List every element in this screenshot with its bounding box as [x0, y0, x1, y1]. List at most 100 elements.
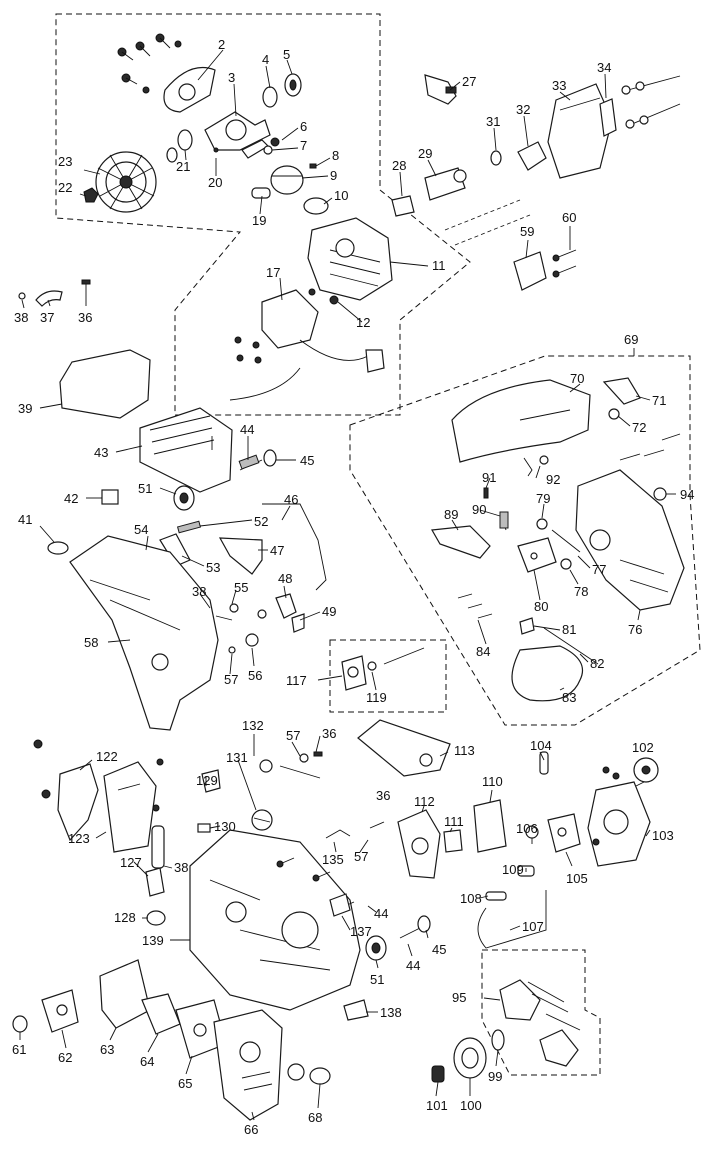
callout-20: 20: [208, 175, 222, 190]
callout-80: 80: [534, 599, 548, 614]
callout-132: 132: [242, 718, 264, 733]
callout-129: 129: [196, 773, 218, 788]
callout-60: 60: [562, 210, 576, 225]
callout-69: 69: [624, 332, 638, 347]
callout-137: 137: [350, 924, 372, 939]
callout-11: 11: [432, 258, 446, 273]
fuel-tube-37: [35, 290, 63, 307]
plate-80: [517, 537, 557, 573]
muffler-gasket: [599, 98, 617, 137]
callout-44-c: 44: [406, 958, 420, 973]
intake-manifold: [424, 167, 467, 201]
callout-105: 105: [566, 871, 588, 886]
callout-7: 7: [300, 138, 307, 153]
ring-near-66: [287, 1063, 305, 1081]
clutch-shoes-95: [499, 979, 581, 1067]
callout-55: 55: [234, 580, 248, 595]
pin-91: [483, 487, 489, 499]
callout-58: 58: [84, 635, 98, 650]
callout-49: 49: [322, 604, 336, 619]
callout-12: 12: [356, 315, 370, 330]
gasket-113: [357, 719, 451, 777]
callout-5: 5: [283, 47, 290, 62]
oil-pump-117: [341, 655, 367, 691]
callout-54: 54: [134, 522, 148, 537]
callout-113: 113: [454, 743, 475, 758]
bearing-7: [263, 145, 273, 155]
spring-82: [543, 627, 599, 665]
carburetor-62: [41, 989, 79, 1033]
callout-57-b: 57: [286, 728, 300, 743]
brake-group-outline: [349, 355, 701, 726]
screws-123: [152, 758, 164, 812]
bearing-4: [262, 86, 278, 108]
callout-65: 65: [178, 1076, 192, 1091]
part-71: [602, 377, 641, 405]
lever-89: [431, 525, 491, 559]
throttle-rod-46: [262, 503, 327, 591]
callout-70: 70: [570, 371, 584, 386]
callout-31: 31: [486, 114, 500, 129]
muffler-bolts: [621, 75, 681, 129]
callout-83: 83: [562, 690, 576, 705]
clip-8: [309, 163, 317, 169]
callout-9: 9: [330, 168, 337, 183]
callout-32: 32: [516, 102, 530, 117]
part-138: [343, 999, 369, 1021]
small-parts-55-57: [215, 603, 267, 654]
callout-21: 21: [176, 159, 190, 174]
oil-pump-group-outline: [329, 639, 447, 713]
callout-27: 27: [462, 74, 476, 89]
callout-41: 41: [18, 512, 32, 527]
grommet-51: [173, 485, 195, 511]
switch-42: [101, 489, 119, 505]
top-cover-39: [59, 349, 151, 419]
callout-44-b: 44: [374, 906, 388, 921]
callout-19: 19: [252, 213, 266, 228]
spring-72: [608, 408, 620, 420]
oil-cap-129: [201, 769, 221, 793]
callout-64: 64: [140, 1054, 154, 1069]
handle-top-43: [139, 407, 233, 493]
callout-23: 23: [58, 154, 72, 169]
callout-45-b: 45: [432, 942, 446, 957]
screw-36c: [369, 821, 385, 829]
callout-3: 3: [228, 70, 235, 85]
tube-38c: [151, 825, 165, 869]
coil-screws: [234, 336, 262, 364]
flywheel-nut: [83, 187, 99, 203]
crankshaft: [204, 111, 271, 151]
washer-31: [490, 150, 502, 166]
pins-upper-right: [619, 433, 681, 461]
part-130: [197, 823, 211, 833]
callout-119: 119: [366, 690, 387, 705]
screws-top-left: [117, 33, 182, 94]
callout-48: 48: [278, 571, 292, 586]
callout-57-c: 57: [354, 849, 368, 864]
washer-94: [653, 487, 667, 501]
piston-pin-6: [270, 137, 280, 147]
screws-60: [552, 249, 577, 278]
callout-102: 102: [632, 740, 654, 755]
callout-92: 92: [546, 472, 560, 487]
callout-37: 37: [40, 310, 54, 325]
callout-8: 8: [332, 148, 339, 163]
ignition-coil: [229, 289, 385, 401]
callout-90: 90: [472, 502, 486, 517]
fuel-tube-135: [325, 829, 351, 839]
callout-44-a: 44: [240, 422, 254, 437]
callout-42: 42: [64, 491, 78, 506]
cap-68: [309, 1067, 331, 1085]
callout-135: 135: [322, 852, 344, 867]
washer-99: [491, 1029, 505, 1051]
callout-6: 6: [300, 119, 307, 134]
spring-44b: [399, 927, 421, 939]
callout-28: 28: [392, 158, 406, 173]
cover-to-engine-link: [444, 199, 531, 246]
callout-22: 22: [58, 180, 72, 195]
callout-79: 79: [536, 491, 550, 506]
spark-plug: [424, 74, 457, 105]
callout-4: 4: [262, 52, 269, 67]
part-119: [367, 647, 425, 671]
